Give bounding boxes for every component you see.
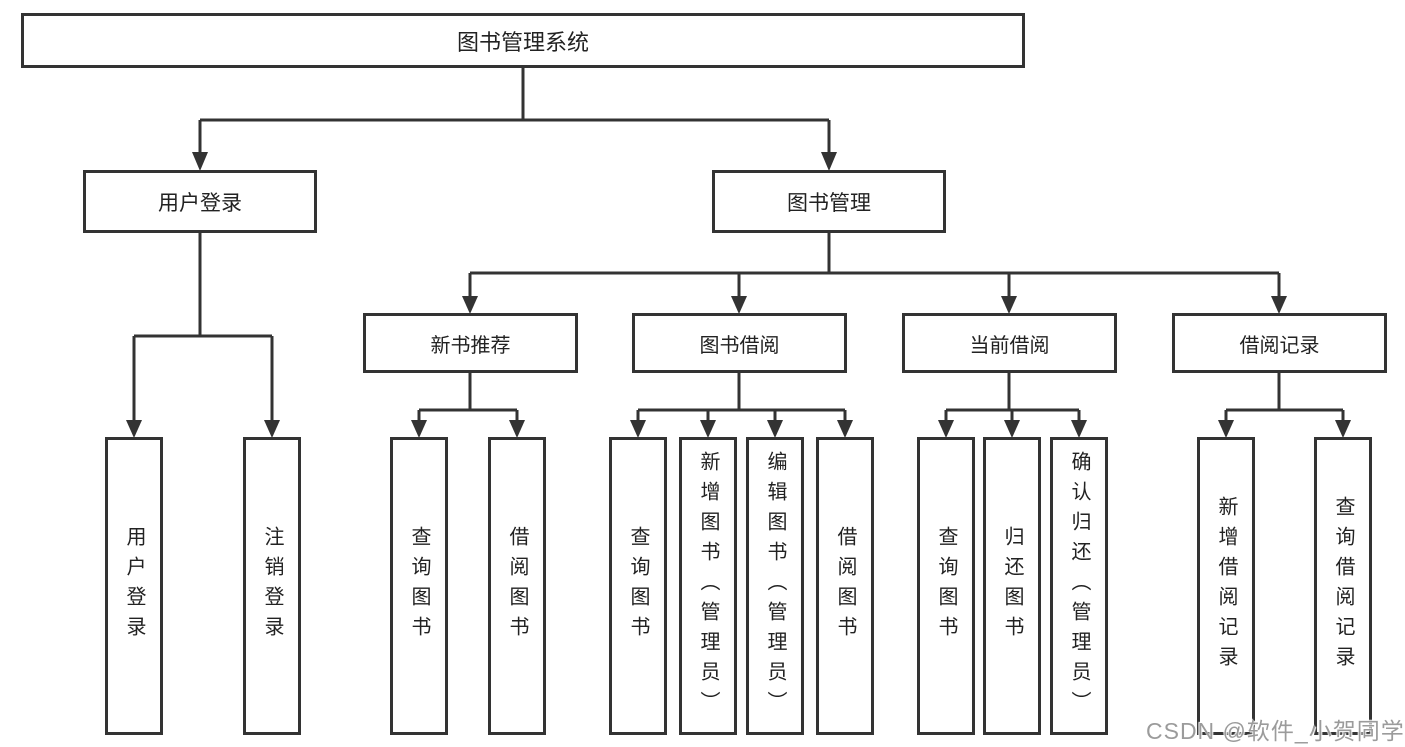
node-label: 图书管理: [787, 191, 871, 215]
leaf-label: 借阅图书: [834, 526, 856, 646]
leaf-return-books: 归还图书: [983, 437, 1041, 735]
leaf-label: 查询图书: [408, 526, 430, 646]
arrowhead: [821, 152, 837, 171]
leaf-borrow-books-1: 借阅图书: [488, 437, 546, 735]
arrowhead: [126, 420, 142, 438]
leaf-label: 归还图书: [1001, 526, 1023, 646]
leaf-label: 查询图书: [627, 526, 649, 646]
node-label: 用户登录: [158, 191, 242, 215]
arrowhead: [1335, 420, 1351, 438]
leaf-label: 确认归还（管理员）: [1068, 451, 1090, 721]
arrowheads: [126, 152, 1351, 438]
leaf-add-borrow-record: 新增借阅记录: [1197, 437, 1255, 735]
node-book-borrowing: 图书借阅: [632, 313, 847, 373]
node-label: 图书管理系统: [456, 29, 589, 55]
arrowhead: [509, 420, 525, 438]
arrowhead: [767, 420, 783, 438]
leaf-label: 借阅图书: [506, 526, 528, 646]
connector-lines: [132, 68, 1345, 423]
arrowhead: [1071, 420, 1087, 438]
leaf-add-books-admin: 新增图书（管理员）: [679, 437, 737, 735]
arrowhead: [1271, 296, 1287, 314]
node-label: 图书借阅: [699, 334, 780, 357]
leaf-query-books-2: 查询图书: [609, 437, 667, 735]
leaf-logout: 注销登录: [243, 437, 301, 735]
arrowhead: [700, 420, 716, 438]
node-book-management: 图书管理: [712, 170, 946, 233]
arrowhead: [837, 420, 853, 438]
arrowhead: [192, 152, 208, 171]
node-label: 当前借阅: [969, 334, 1050, 357]
leaf-query-books-1: 查询图书: [390, 437, 448, 735]
node-library-system: 图书管理系统: [21, 13, 1025, 68]
leaf-label: 注销登录: [261, 526, 283, 646]
arrowhead: [938, 420, 954, 438]
arrowhead: [731, 296, 747, 314]
arrowhead: [1001, 296, 1017, 314]
node-current-borrowing: 当前借阅: [902, 313, 1117, 373]
arrowhead: [1004, 420, 1020, 438]
arrowhead: [264, 420, 280, 438]
node-new-book-recommendation: 新书推荐: [363, 313, 578, 373]
leaf-confirm-return-admin: 确认归还（管理员）: [1050, 437, 1108, 735]
leaf-query-borrow-record: 查询借阅记录: [1314, 437, 1372, 735]
leaf-label: 查询图书: [935, 526, 957, 646]
csdn-watermark: CSDN @软件_小贺同学: [1146, 718, 1405, 744]
leaf-label: 编辑图书（管理员）: [764, 451, 786, 721]
arrowhead: [1218, 420, 1234, 438]
leaf-user-login: 用户登录: [105, 437, 163, 735]
arrowhead: [411, 420, 427, 438]
arrowhead: [630, 420, 646, 438]
leaf-label: 新增图书（管理员）: [697, 451, 719, 721]
node-borrowing-records: 借阅记录: [1172, 313, 1387, 373]
leaf-edit-books-admin: 编辑图书（管理员）: [746, 437, 804, 735]
node-label: 借阅记录: [1239, 334, 1320, 357]
node-label: 新书推荐: [430, 334, 511, 357]
arrowhead: [462, 296, 478, 314]
leaf-label: 用户登录: [123, 526, 145, 646]
node-user-login: 用户登录: [83, 170, 317, 233]
leaf-borrow-books-2: 借阅图书: [816, 437, 874, 735]
leaf-label: 查询借阅记录: [1332, 496, 1354, 676]
leaf-query-books-3: 查询图书: [917, 437, 975, 735]
leaf-label: 新增借阅记录: [1215, 496, 1237, 676]
